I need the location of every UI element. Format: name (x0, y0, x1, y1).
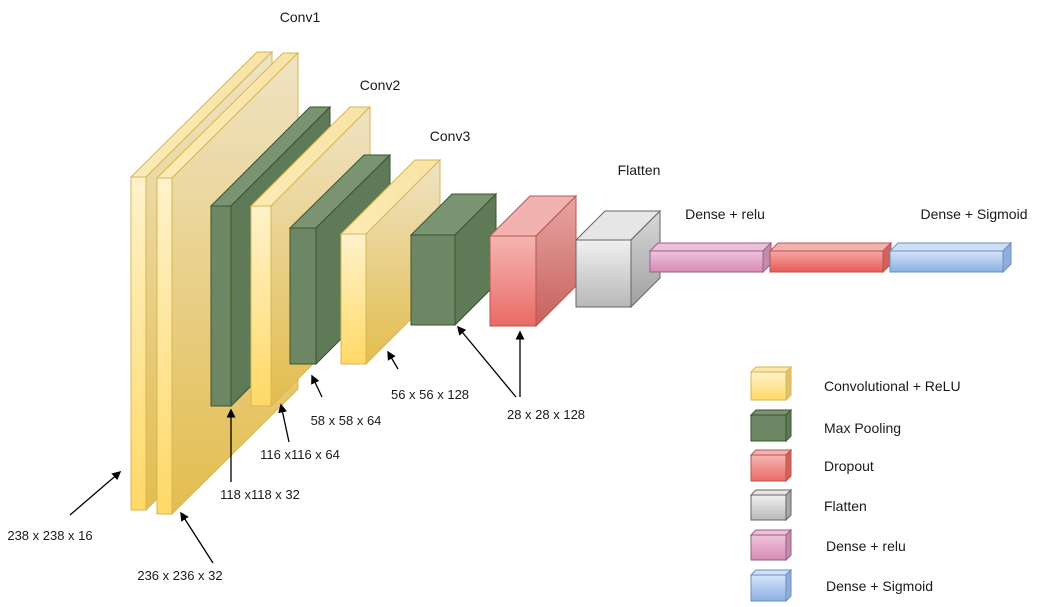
legend-item-flatten: Flatten (749, 488, 867, 522)
legend-label-dropout: Dropout (824, 458, 874, 474)
arrow-28-pool (457, 325, 517, 398)
legend-label-dense-sigmoid: Dense + Sigmoid (826, 578, 933, 594)
dim-label-118: 118 x118 x 32 (220, 487, 300, 502)
flatten-layer (574, 209, 662, 309)
dense-dropout-layer (768, 241, 893, 274)
conv3-layer (339, 158, 442, 366)
dropout-layer (488, 194, 578, 328)
legend-label-conv: Convolutional + ReLU (824, 378, 961, 394)
dim-label-58: 58 x 58 x 64 (311, 413, 382, 428)
dense-relu-layer (648, 241, 773, 274)
arrow-236 (180, 511, 214, 564)
arrow-56 (387, 350, 399, 370)
title-flatten: Flatten (618, 162, 661, 178)
dim-label-238: 238 x 238 x 16 (7, 528, 92, 543)
legend: Convolutional + ReLU Max Pooling Dropout… (749, 365, 961, 603)
title-dense-sigmoid: Dense + Sigmoid (920, 206, 1027, 222)
title-conv3: Conv3 (430, 128, 471, 144)
dim-label-236: 236 x 236 x 32 (137, 568, 222, 583)
legend-swatch-dense-relu (750, 534, 787, 561)
arrow-58 (311, 374, 323, 398)
legend-label-dense-relu: Dense + relu (826, 538, 906, 554)
dim-label-28: 28 x 28 x 128 (507, 407, 585, 422)
legend-item-dropout: Dropout (749, 448, 874, 483)
dim-label-116: 116 x116 x 64 (260, 447, 340, 462)
arrow-116 (278, 403, 290, 443)
legend-item-dense-sigmoid: Dense + Sigmoid (749, 568, 933, 603)
legend-swatch-dense-sigmoid (750, 574, 787, 602)
legend-label-flatten: Flatten (824, 498, 867, 514)
legend-swatch-flatten (750, 494, 787, 521)
title-conv1: Conv1 (280, 9, 321, 25)
title-conv2: Conv2 (360, 77, 401, 93)
arrow-238 (69, 471, 122, 516)
legend-swatch-conv (750, 371, 787, 401)
legend-swatch-maxpool (750, 414, 787, 442)
dense-sigmoid-layer (888, 241, 1013, 274)
legend-swatch-dropout (750, 454, 787, 482)
legend-item-maxpool: Max Pooling (749, 408, 901, 443)
maxpool-layer-3 (409, 192, 498, 327)
legend-label-maxpool: Max Pooling (824, 420, 901, 436)
dim-label-56: 56 x 56 x 128 (391, 387, 469, 402)
legend-item-conv: Convolutional + ReLU (749, 365, 961, 402)
title-dense-relu: Dense + relu (685, 206, 765, 222)
legend-item-dense-relu: Dense + relu (749, 528, 906, 562)
